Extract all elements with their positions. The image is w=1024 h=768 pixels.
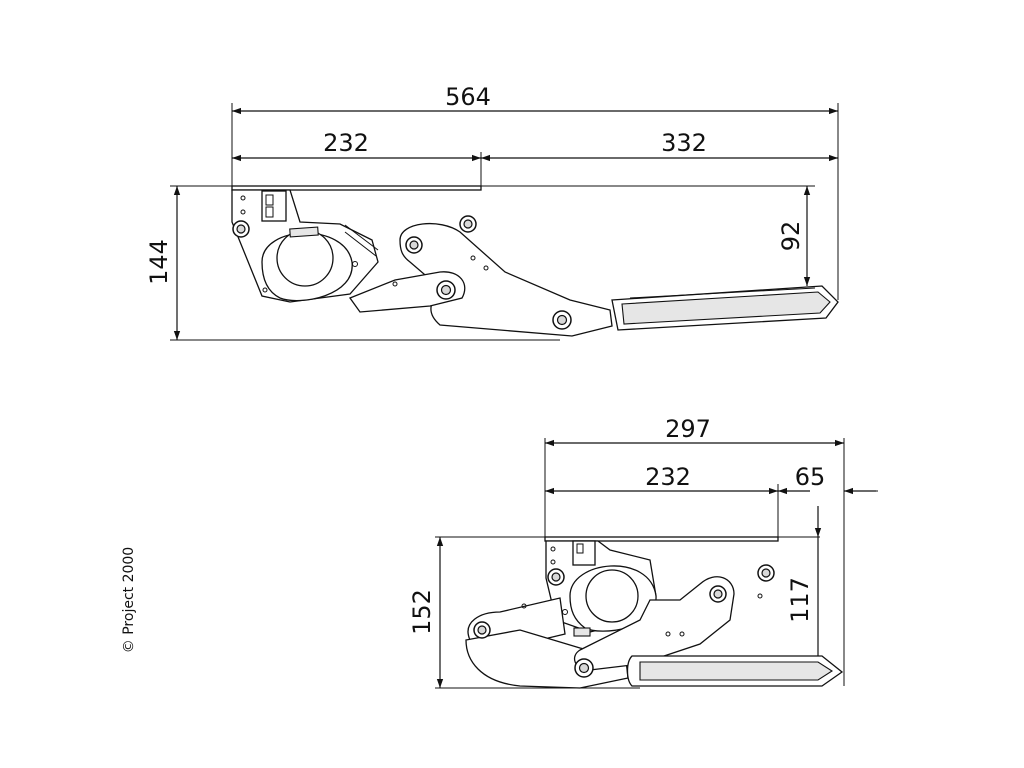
bolt — [709, 585, 727, 603]
dim-total-height: 152 — [408, 589, 436, 635]
mounting-plate — [231, 185, 482, 191]
bolt — [757, 564, 775, 582]
extended-view: 564 232 332 144 92 — [145, 83, 839, 341]
copyright-text: © Project 2000 — [121, 546, 137, 654]
upper-link — [348, 271, 466, 313]
dim-step-height: 117 — [786, 577, 814, 623]
dim-total-height: 144 — [145, 239, 173, 285]
bolt — [232, 220, 250, 238]
bolt — [473, 621, 491, 639]
dim-left-width: 232 — [323, 129, 369, 157]
bolt — [574, 658, 594, 678]
linkage-arm — [399, 222, 613, 337]
motor-ring — [585, 569, 639, 623]
folded-view: 297 232 65 152 117 — [408, 415, 878, 689]
bolt — [547, 568, 565, 586]
upper-link — [573, 576, 735, 671]
label-tag — [572, 540, 596, 566]
copyright-notice: © Project 2000 — [118, 540, 140, 660]
mounting-plate — [544, 536, 779, 542]
dim-overall-width: 564 — [445, 83, 491, 111]
motor-ring — [276, 229, 334, 287]
dim-step-height: 92 — [777, 221, 805, 252]
dim-left-width: 232 — [645, 463, 691, 491]
dim-right-width: 332 — [661, 129, 707, 157]
dim-overall-width: 297 — [665, 415, 711, 443]
bolt — [405, 236, 423, 254]
bolt — [459, 215, 477, 233]
dim-right-width: 65 — [795, 463, 826, 491]
bolt — [436, 280, 456, 300]
bolt — [552, 310, 572, 330]
